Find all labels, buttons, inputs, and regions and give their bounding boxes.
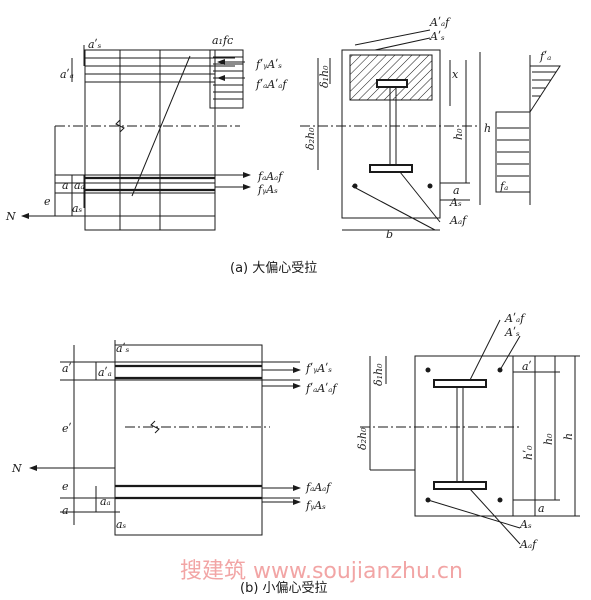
label-As-prime-b: Aʹₛ: [504, 326, 520, 339]
label-h0-prime-b: hʹ₀: [522, 445, 535, 460]
section-dimensions-b: δ₁h₀ δ₂h₀ aʹ hʹ₀ h₀ h a: [356, 355, 580, 517]
panel-b: fʹᵧAʹₛ fʹₐAʹₐf fₐAₐf fᵧAₛ N aʹ aʹₛ aʹₐ e…: [11, 312, 580, 596]
label-fyAs-b: fᵧAₛ: [305, 499, 326, 512]
label-x: x: [452, 68, 459, 81]
label-as-b: aₛ: [116, 518, 127, 531]
label-as-prime-b: aʹₛ: [116, 342, 130, 355]
label-a: a: [62, 179, 69, 192]
label-b: b: [386, 228, 393, 241]
label-faAaf-prime: fʹₐAʹₐf: [255, 78, 288, 91]
caption-a: (a) 大偏心受拉: [230, 261, 317, 276]
watermark: 搜建筑 www.soujianzhu.cn: [180, 559, 463, 584]
label-a-section-b: a: [538, 502, 545, 515]
dimensions-a: e aʹₐ aʹₛ a aₐ aₛ: [44, 38, 102, 216]
label-e-prime-b: eʹ: [62, 422, 72, 435]
cross-section-b: Aʹₐf Aʹₛ Aₛ Aₐf: [360, 312, 538, 551]
label-fyAs: fᵧAₛ: [257, 183, 278, 196]
label-Aaf-b: Aₐf: [519, 538, 538, 551]
label-Aaf-prime-b: Aʹₐf: [504, 312, 526, 325]
label-As: Aₛ: [449, 196, 462, 209]
cross-section-a: Aʹₐf Aʹₛ Aₛ Aₐf b: [300, 16, 480, 241]
label-h-b: h: [562, 433, 575, 440]
label-e-b: e: [62, 480, 69, 493]
label-d2h0: δ₂h₀: [304, 127, 317, 150]
steel-stress-a: fʹₐ fₐ: [495, 50, 561, 205]
label-h0-b: h₀: [542, 433, 555, 445]
label-as-prime: aʹₛ: [88, 38, 102, 51]
label-as: aₛ: [72, 202, 83, 215]
label-faAaf-prime-b: fʹₐAʹₐf: [305, 382, 338, 395]
label-fa: fₐ: [499, 180, 508, 193]
label-h: h: [484, 122, 491, 135]
label-a1fc: a₁fᴄ: [212, 34, 233, 47]
label-fyAs-prime-b: fʹᵧAʹₛ: [305, 362, 332, 375]
label-a-b: a: [62, 504, 69, 517]
label-N: N: [5, 210, 16, 223]
panel-a: a₁fᴄ fʹᵧAʹₛ fʹₐAʹₐf fₐAₐf fᵧAₛ N e aʹₐ a…: [5, 16, 561, 276]
caption-b: (b) 小偏心受拉: [240, 581, 328, 596]
stress-block-a: a₁fᴄ: [209, 34, 244, 109]
forces-b: fʹᵧAʹₛ fʹₐAʹₐf fₐAₐf fᵧAₛ N: [11, 362, 338, 512]
label-aa: aₐ: [74, 179, 85, 192]
label-d1h0-b: δ₁h₀: [372, 363, 385, 386]
label-a-prime-b: aʹ: [62, 362, 72, 375]
label-a-section: a: [453, 184, 460, 197]
label-fa-prime: fʹₐ: [539, 50, 551, 63]
label-e: e: [44, 195, 51, 208]
label-Aaf: Aₐf: [449, 214, 468, 227]
label-As-b: Aₛ: [519, 518, 532, 531]
label-d2h0-b: δ₂h₀: [356, 427, 369, 450]
label-a-prime-section-b: aʹ: [522, 360, 532, 373]
label-As-prime: Aʹₛ: [429, 30, 445, 43]
label-N-b: N: [11, 462, 22, 475]
label-aa-b: aₐ: [100, 495, 111, 508]
label-h0: h₀: [452, 128, 465, 140]
label-Aaf-prime: Aʹₐf: [429, 16, 451, 29]
label-aa-prime-b: aʹₐ: [98, 366, 112, 379]
label-aa-prime: aʹₐ: [60, 68, 74, 81]
forces-a: fʹᵧAʹₛ fʹₐAʹₐf fₐAₐf fᵧAₛ N: [5, 58, 288, 223]
label-faAaf-b: fₐAₐf: [305, 481, 332, 494]
label-fyAs-prime: fʹᵧAʹₛ: [255, 58, 282, 71]
section-dimensions-a: δ₁h₀ δ₂h₀ x h₀ h a: [304, 52, 491, 205]
label-d1h0: δ₁h₀: [318, 65, 331, 88]
label-faAaf: fₐAₐf: [257, 170, 284, 183]
dimensions-b: aʹ aʹₛ aʹₐ eʹ e a aₐ aₛ: [62, 340, 130, 532]
